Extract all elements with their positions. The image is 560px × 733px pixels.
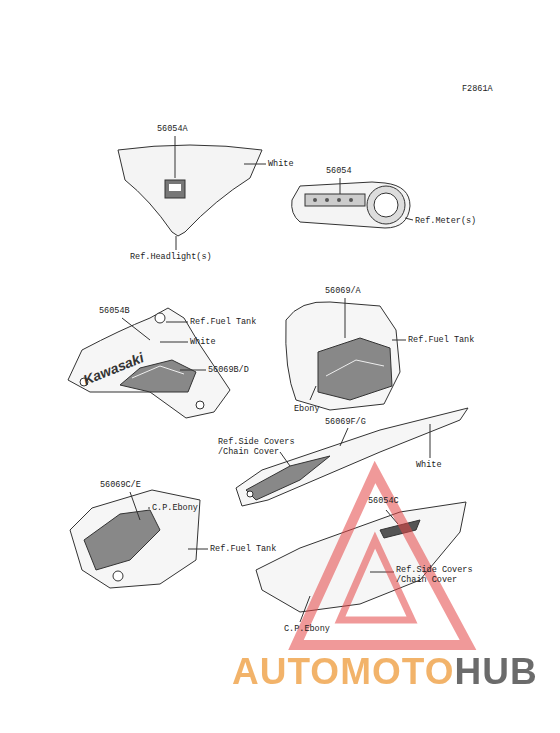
color-note: White: [416, 460, 442, 470]
watermark-triangle: [296, 472, 468, 645]
color-note: C.P.Ebony: [284, 624, 330, 634]
meter-gauge: [367, 186, 405, 224]
graphic-decal: [84, 510, 160, 570]
leader-line: [244, 164, 266, 165]
mount-hole: [247, 491, 253, 497]
meter-display: [305, 194, 365, 206]
tank-shroud: [70, 490, 200, 588]
callout-number: 56054A: [157, 124, 188, 134]
headlight-cover: [118, 145, 262, 236]
color-note: Ebony: [294, 404, 320, 414]
reference-note: Ref.Side Covers /Chain Cover: [218, 437, 298, 457]
meter-housing: [292, 182, 410, 228]
reference-note: Ref.Fuel Tank: [210, 544, 276, 554]
leader-line: [405, 218, 413, 220]
leader-line: [160, 342, 188, 343]
mount-hole: [155, 313, 165, 323]
leader-line: [166, 322, 188, 323]
leader-line: [280, 452, 290, 466]
leader-line: [130, 492, 140, 520]
leader-line: [340, 178, 341, 194]
emblem-decal: [165, 180, 185, 198]
tank-cover: [286, 302, 400, 410]
reference-note: Ref.Meter(s): [415, 216, 476, 226]
graphic-decal: [318, 338, 392, 400]
leader-line: [122, 318, 150, 340]
callout-number: 56069F/G: [325, 417, 366, 427]
callout-number: 56054C: [368, 496, 399, 506]
callout-number: 56054: [326, 166, 352, 176]
reference-note: Ref.Fuel Tank: [408, 335, 474, 345]
reference-note: Ref.Fuel Tank: [190, 317, 256, 327]
graphic-stripe: [326, 360, 384, 376]
figure-code: F2861A: [462, 84, 493, 94]
reference-note: Ref.Side Covers /Chain Cover: [396, 565, 476, 585]
callout-number: 56054B: [99, 306, 130, 316]
leader-line: [430, 424, 431, 458]
callout-number: 56069B/D: [208, 365, 249, 375]
emblem-mark: [169, 184, 181, 191]
color-note: White: [190, 337, 216, 347]
leader-line: [392, 340, 406, 341]
reference-note: Ref.Headlight(s): [130, 252, 212, 262]
meter-dial: [374, 193, 398, 217]
leader-line: [340, 428, 348, 446]
watermark: AUTOMOTOHUB: [232, 652, 538, 692]
graphic-stripe: [132, 366, 184, 378]
color-note: White: [268, 159, 294, 169]
callout-number: 56069/A: [325, 286, 361, 296]
mount-hole: [113, 571, 123, 581]
leader-line: [148, 508, 150, 509]
leader-line: [180, 370, 206, 371]
callout-number: 56069C/E: [100, 480, 141, 490]
tail-cover: [236, 408, 468, 506]
leader-line: [310, 386, 316, 400]
leader-line: [176, 236, 177, 250]
side-cover: [256, 502, 466, 612]
leader-line: [345, 298, 346, 338]
color-note: C.P.Ebony: [152, 503, 198, 513]
leader-line: [175, 136, 176, 178]
mount-hole: [196, 401, 204, 409]
leader-line: [188, 549, 208, 550]
